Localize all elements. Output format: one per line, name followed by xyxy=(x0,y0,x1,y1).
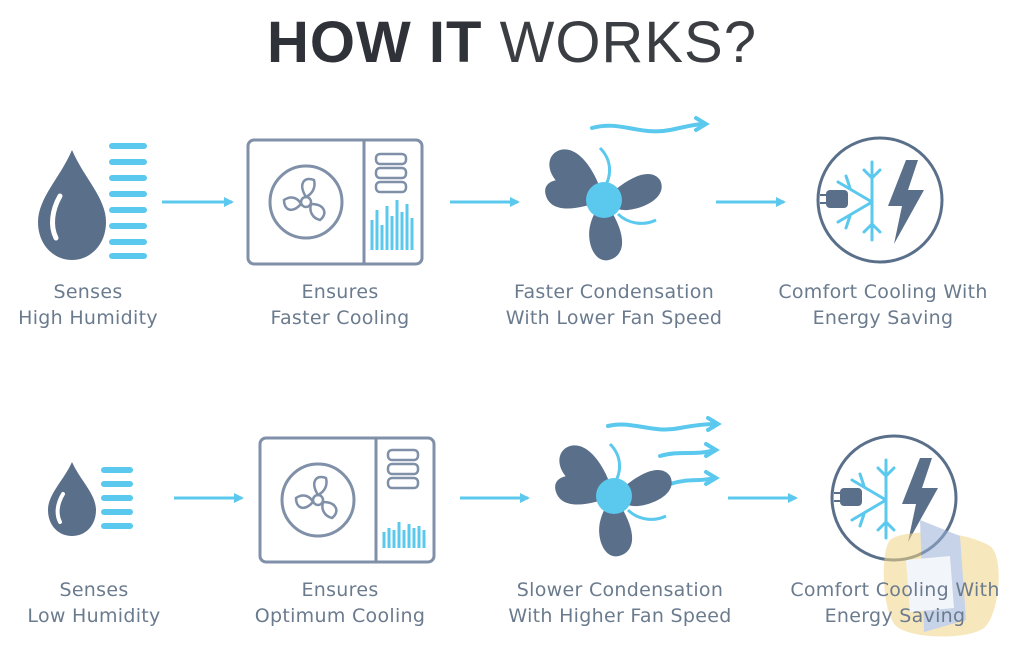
caption-line1: Senses xyxy=(59,579,129,601)
caption-line2: Energy Saving xyxy=(824,605,966,627)
caption-row1-step2: Ensures Faster Cooling xyxy=(230,279,450,331)
caption-row1-step3: Faster Condensation With Lower Fan Speed xyxy=(494,279,734,331)
caption-line1: Comfort Cooling With xyxy=(778,281,988,303)
caption-line2: Energy Saving xyxy=(812,307,954,329)
humidity-bars-icon xyxy=(109,143,147,259)
caption-line2: With Lower Fan Speed xyxy=(505,307,723,329)
caption-row1-step1: Senses High Humidity xyxy=(0,279,198,331)
snowflake-lightning-icon xyxy=(816,136,944,264)
water-drop-icon xyxy=(38,150,106,260)
caption-row2-step3: Slower Condensation With Higher Fan Spee… xyxy=(500,577,740,629)
caption-row2-step4: Comfort Cooling With Energy Saving xyxy=(782,577,1008,629)
caption-row1-step4: Comfort Cooling With Energy Saving xyxy=(770,279,996,331)
caption-line2: Low Humidity xyxy=(27,605,161,627)
page-title: HOW IT WORKS? xyxy=(0,14,1024,72)
caption-line2: High Humidity xyxy=(18,307,158,329)
caption-row2-step1: Senses Low Humidity xyxy=(0,577,204,629)
ac-unit-icon xyxy=(246,138,424,266)
water-drop-icon-small xyxy=(48,462,96,536)
ac-unit-icon-2 xyxy=(258,436,436,564)
fan-icon xyxy=(545,116,710,261)
caption-line1: Ensures xyxy=(301,579,379,601)
caption-line1: Ensures xyxy=(301,281,379,303)
caption-line1: Senses xyxy=(53,281,123,303)
caption-line1: Faster Condensation xyxy=(513,281,715,303)
title-light: WORKS? xyxy=(499,10,757,75)
watermark-logo xyxy=(883,520,999,637)
title-bold: HOW IT xyxy=(267,10,483,75)
fan-icon-2 xyxy=(555,416,722,557)
humidity-bars-icon-small xyxy=(101,467,133,529)
caption-line2: Optimum Cooling xyxy=(254,605,426,627)
caption-row2-step2: Ensures Optimum Cooling xyxy=(230,577,450,629)
caption-line1: Slower Condensation xyxy=(516,579,724,601)
caption-line1: Comfort Cooling With xyxy=(790,579,1000,601)
caption-line2: Faster Cooling xyxy=(270,307,410,329)
caption-line2: With Higher Fan Speed xyxy=(508,605,732,627)
